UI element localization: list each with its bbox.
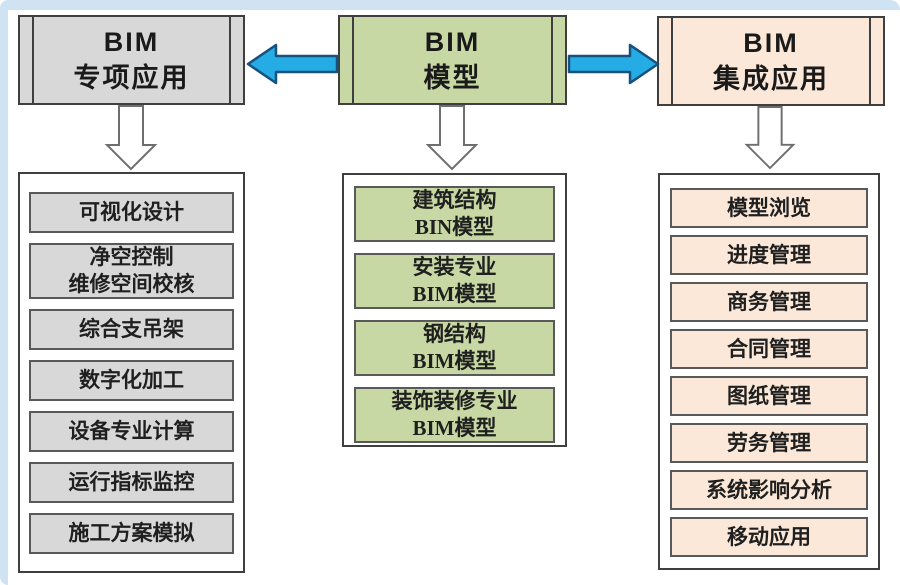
list-left-container: 可视化设计 净空控制 维修空间校核 综合支吊架 数字化加工 设备专业计算 运行指…	[18, 172, 245, 573]
header-bim-special-applications: BIM 专项应用	[18, 15, 245, 105]
list-item: 数字化加工	[29, 360, 234, 401]
list-item: 图纸管理	[670, 376, 868, 416]
list-item: 移动应用	[670, 517, 868, 557]
list-item: 建筑结构 BIN模型	[354, 186, 555, 242]
list-item: 施工方案模拟	[29, 513, 234, 554]
down-arrow-center-icon	[424, 105, 480, 171]
down-arrow-left-icon	[103, 105, 159, 171]
list-item: 设备专业计算	[29, 411, 234, 452]
list-item: 商务管理	[670, 282, 868, 322]
down-arrow-right-icon	[742, 106, 798, 170]
list-item: 安装专业 BIM模型	[354, 253, 555, 309]
list-item: 系统影响分析	[670, 470, 868, 510]
frame-left-edge	[0, 0, 8, 585]
list-item: 运行指标监控	[29, 462, 234, 503]
list-item: 钢结构 BIM模型	[354, 320, 555, 376]
list-item: 装饰装修专业 BIM模型	[354, 387, 555, 443]
list-item: 可视化设计	[29, 192, 234, 233]
list-center-container: 建筑结构 BIN模型 安装专业 BIM模型 钢结构 BIM模型 装饰装修专业 B…	[342, 173, 567, 447]
list-item: 进度管理	[670, 235, 868, 275]
list-item: 合同管理	[670, 329, 868, 369]
list-item: 劳务管理	[670, 423, 868, 463]
list-item: 模型浏览	[670, 188, 868, 228]
list-right-container: 模型浏览 进度管理 商务管理 合同管理 图纸管理 劳务管理 系统影响分析 移动应…	[658, 173, 880, 570]
frame-top-edge	[0, 0, 900, 10]
header-bim-integrated-applications: BIM 集成应用	[657, 16, 885, 106]
block-arrow-right-icon	[567, 43, 660, 85]
list-item: 综合支吊架	[29, 309, 234, 350]
block-arrow-left-icon	[246, 43, 339, 85]
list-item: 净空控制 维修空间校核	[29, 243, 234, 299]
header-bim-model: BIM 模型	[338, 15, 567, 105]
